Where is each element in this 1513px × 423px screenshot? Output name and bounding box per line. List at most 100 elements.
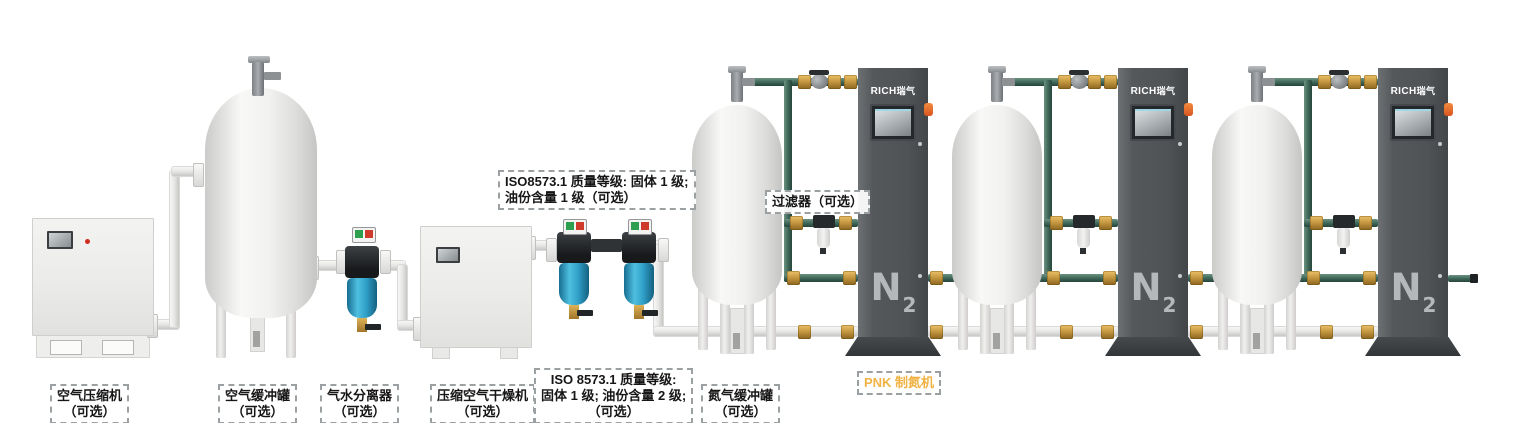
label-iso-grade-1: ISO8573.1 质量等级: 固体 1 级;油份含量 1 级（可选） [498, 170, 696, 210]
screw [1178, 274, 1182, 278]
brand-logo: RICH瑞气 [1390, 86, 1436, 97]
separator-drain [357, 318, 367, 332]
fitting [844, 75, 857, 89]
fitting [1104, 75, 1117, 89]
mid-filter-bowl [1337, 228, 1350, 248]
pipe-n2-riser [784, 80, 792, 282]
tank-leg [766, 288, 776, 350]
tank-leg [1240, 292, 1250, 354]
fitting [1348, 75, 1361, 89]
generator-base [845, 337, 941, 356]
fitting-air-main [1060, 325, 1073, 339]
filter-drain [634, 305, 644, 319]
filter-drain [569, 305, 579, 319]
separator-gauge [352, 227, 376, 243]
separator-flange [380, 250, 391, 274]
air-tank-valve [252, 62, 264, 96]
fitting-air-main [930, 325, 943, 339]
pipe-airtank-to-separator [313, 261, 339, 270]
estop-button [1184, 103, 1193, 116]
air-tank-valve [248, 56, 270, 63]
tank-valve [1002, 78, 1015, 86]
fitting [1088, 75, 1101, 89]
mid-filter-drain [1080, 248, 1086, 254]
label-inline-filter: 过滤器（可选） [765, 190, 871, 214]
tank-leg [958, 288, 968, 350]
air-dryer [420, 226, 532, 348]
fitting [828, 75, 841, 89]
tank-drain [990, 308, 1005, 354]
fitting [843, 271, 856, 285]
fitting [798, 75, 811, 89]
tank-valve [991, 72, 1003, 102]
filter-flange [546, 238, 557, 262]
label-iso-grade-2: ISO 8573.1 质量等级:固体 1 级; 油份含量 2 级;（可选） [534, 368, 694, 423]
filter-gauge [628, 219, 652, 235]
mid-filter-bowl [1077, 228, 1090, 248]
label-n2-tank: 氮气缓冲罐（可选） [701, 384, 781, 423]
fitting-n2-crossover [1190, 271, 1203, 285]
fitting-air-main [798, 325, 811, 339]
compressor-base-slot [102, 340, 134, 355]
fitting-air-main [1320, 325, 1333, 339]
fitting [1103, 271, 1116, 285]
fitting [839, 216, 852, 230]
fitting-air-main [1361, 325, 1374, 339]
screw [918, 142, 922, 146]
line-filter-head [622, 232, 656, 263]
tank-valve [731, 72, 743, 102]
compressor-display [47, 231, 73, 249]
n2-buffer-tank [1212, 105, 1302, 305]
air-compressor [32, 218, 154, 336]
pipe-n2-riser [1304, 80, 1312, 282]
screw [1178, 142, 1182, 146]
fitting-air-main [841, 325, 854, 339]
fitting [1318, 75, 1331, 89]
n2-generator-cabinet: RICH瑞气 N2 [1378, 68, 1453, 340]
tank-leg [744, 292, 754, 354]
estop-button [924, 103, 933, 116]
label-dryer: 压缩空气干燥机（可选） [430, 384, 536, 423]
n2-marking: N2 [870, 266, 917, 318]
mid-filter-head [813, 215, 835, 228]
tank-leg [286, 296, 296, 358]
screw [918, 274, 922, 278]
compressor-base-slot [50, 340, 82, 355]
line-filter-bowl [559, 263, 589, 305]
generator-base [1365, 337, 1461, 356]
tank-leg [720, 292, 730, 354]
fitting [787, 271, 800, 285]
pipe-air-main-3 [1188, 327, 1378, 336]
line-filter-bowl [624, 263, 654, 305]
generator-touchscreen [1130, 104, 1176, 141]
n2-buffer-tank [952, 105, 1042, 305]
label-compressor: 空气压缩机（可选） [50, 384, 130, 423]
n2-marking: N2 [1130, 266, 1177, 318]
filter-flange [658, 238, 669, 262]
n2-generator-unit: RICH瑞气 N2 [1212, 0, 1461, 423]
pipe-n2-lower [1044, 274, 1118, 282]
pipe-airtank-inlet [172, 167, 198, 176]
separator-drain-handle [365, 324, 381, 330]
mid-filter-bowl [817, 228, 830, 248]
pipe-compressor-outlet [152, 320, 179, 329]
pipe-n2-lower [784, 274, 858, 282]
air-buffer-tank [205, 88, 317, 318]
fitting [1359, 216, 1372, 230]
brand-logo: RICH瑞气 [1130, 86, 1176, 97]
n2-generator-unit: RICH瑞气 N2 [952, 0, 1201, 423]
separator-bowl [347, 278, 377, 318]
tank-leg [1264, 292, 1274, 354]
pipe-n2-product-outlet [1448, 275, 1474, 282]
label-separator: 气水分离器（可选） [320, 384, 400, 423]
fitting-air-main [1190, 325, 1203, 339]
filter-coupling [591, 239, 622, 252]
filter-drain-handle [577, 310, 593, 316]
brand-logo: RICH瑞气 [870, 86, 916, 97]
flange-airtank-inlet [193, 163, 204, 187]
filter-gauge [563, 219, 587, 235]
pipe-filters-drop [654, 245, 663, 333]
mid-filter-drain [1340, 248, 1346, 254]
tank-valve [1251, 72, 1263, 102]
fitting [1047, 271, 1060, 285]
